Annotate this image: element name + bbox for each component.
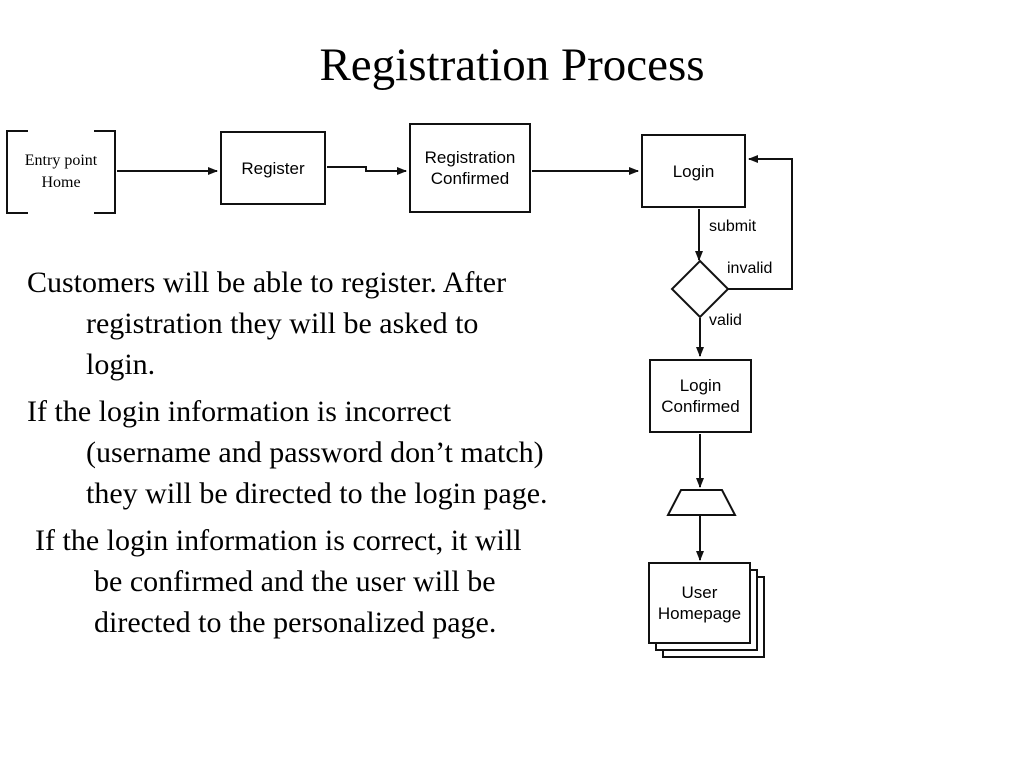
node-login-confirmed[interactable]: Login Confirmed bbox=[649, 359, 752, 433]
page-title: Registration Process bbox=[319, 39, 705, 91]
body-text-block: Customers will be able to register. Afte… bbox=[18, 262, 548, 649]
edge-label-valid: valid bbox=[709, 312, 742, 329]
stack-sheet-front bbox=[648, 562, 751, 644]
bracket-left-icon bbox=[6, 130, 28, 214]
node-registration-confirmed-label: Registration Confirmed bbox=[424, 148, 516, 188]
node-register[interactable]: Register bbox=[220, 131, 326, 205]
body-paragraph-1: Customers will be able to register. Afte… bbox=[27, 266, 507, 381]
node-login-label: Login bbox=[672, 161, 715, 181]
node-decision-diamond bbox=[670, 259, 730, 319]
node-entry-point[interactable]: Entry point Home bbox=[6, 130, 116, 214]
node-registration-confirmed[interactable]: Registration Confirmed bbox=[409, 123, 531, 213]
bracket-right-icon bbox=[94, 130, 116, 214]
edge-label-invalid: invalid bbox=[727, 260, 773, 277]
edge-register-to-registration-confirmed bbox=[327, 166, 407, 175]
node-login-confirmed-label: Login Confirmed bbox=[661, 376, 740, 416]
node-entry-point-label: Entry point Home bbox=[24, 152, 98, 191]
body-paragraph-2: If the login information is incorrect (u… bbox=[27, 395, 548, 510]
edge-label-submit: submit bbox=[709, 218, 757, 235]
node-manual-operation-trapezoid bbox=[666, 489, 737, 516]
node-user-homepage[interactable]: User Homepage bbox=[648, 562, 768, 658]
node-register-label: Register bbox=[241, 158, 305, 178]
node-login[interactable]: Login bbox=[641, 134, 746, 208]
node-user-homepage-label: User Homepage bbox=[657, 583, 742, 623]
body-paragraph-3: If the login information is correct, it … bbox=[35, 524, 522, 639]
